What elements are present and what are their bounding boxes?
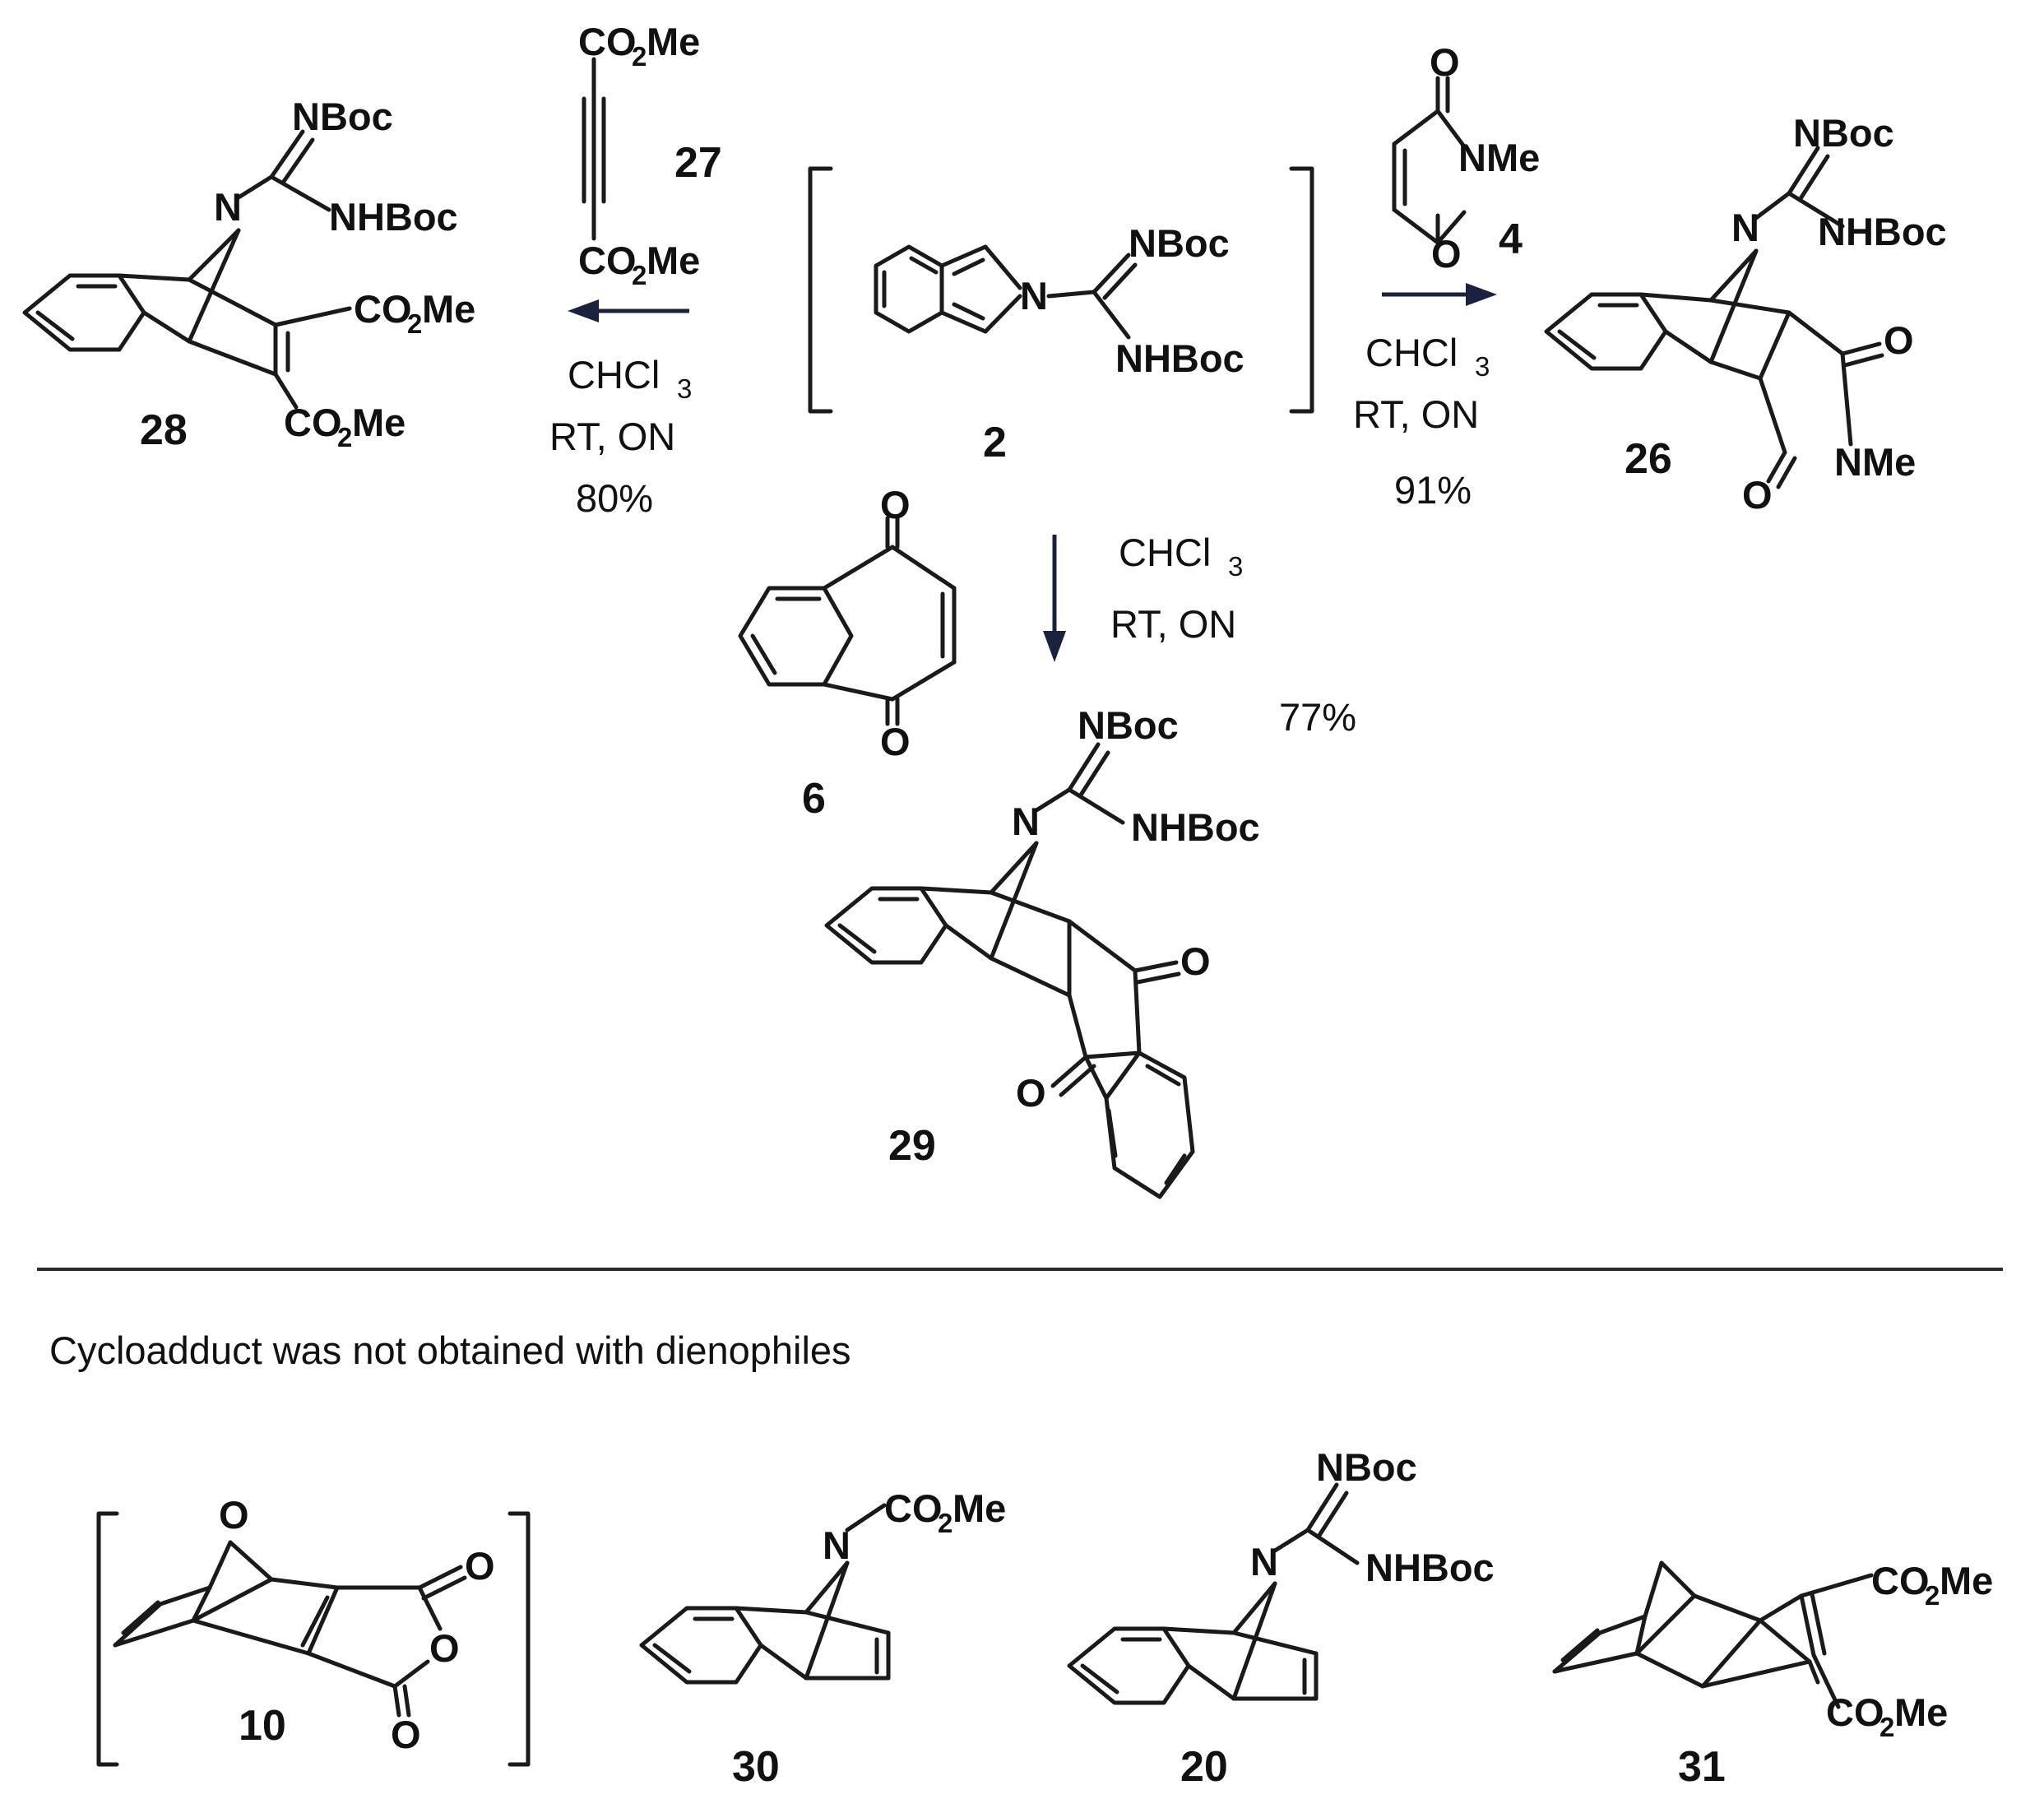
arrowhead-to-28 — [568, 299, 599, 322]
cond-29-time: RT, ON — [1110, 602, 1236, 646]
c31-CO-top: CO — [1871, 1559, 1930, 1602]
c10-O-bridge: O — [219, 1493, 249, 1537]
c31-Me-bottom: Me — [1894, 1690, 1948, 1734]
c20-N-label: N — [1250, 1540, 1278, 1583]
c29-NBoc-label: NBoc — [1078, 703, 1179, 747]
compound-27-structure — [582, 57, 606, 241]
c31-sub-bottom: 2 — [1879, 1712, 1894, 1742]
c28-sub-top: 2 — [407, 308, 422, 339]
c2-N-label: N — [1020, 274, 1048, 318]
compound-20-structure — [1067, 1482, 1360, 1705]
c28-N-label: N — [214, 185, 242, 229]
compound-10-number: 10 — [239, 1702, 286, 1750]
c6-O-bottom: O — [880, 720, 911, 763]
bottom-caption: Cycloadduct was not obtained with dienop… — [49, 1328, 851, 1372]
c28-Me-bottom: Me — [352, 401, 406, 444]
cond-26-solvent-sub: 3 — [1475, 351, 1490, 382]
c2-NBoc-label: NBoc — [1129, 221, 1230, 265]
c27-sub-top: 2 — [632, 41, 647, 72]
compound-28-structure — [22, 129, 352, 410]
cond-26-solvent: CHCl — [1365, 331, 1458, 374]
c10-O-bottom: O — [391, 1713, 421, 1756]
c28-NBoc-label: NBoc — [292, 95, 393, 138]
c31-Me-top: Me — [1940, 1559, 1993, 1602]
arrowhead-to-26 — [1466, 283, 1497, 306]
compound-6-number: 6 — [802, 775, 826, 823]
c10-O-ring: O — [429, 1626, 460, 1670]
c26-NHBoc-label: NHBoc — [1818, 210, 1947, 253]
yield-26: 91% — [1394, 468, 1472, 512]
c27-sub-bottom: 2 — [632, 260, 647, 290]
c30-sub: 2 — [938, 1508, 952, 1538]
c27-CO-top: CO — [578, 20, 637, 63]
compound-28-number: 28 — [140, 406, 188, 454]
compound-30-number: 30 — [732, 1743, 780, 1791]
compound-30-structure — [639, 1503, 891, 1685]
c31-sub-top: 2 — [1925, 1580, 1940, 1611]
c26-NMe-label: NMe — [1834, 440, 1916, 484]
c29-NHBoc-label: NHBoc — [1131, 805, 1260, 849]
c29-N-label: N — [1012, 800, 1040, 843]
c6-O-top: O — [880, 483, 911, 526]
c2-NHBoc-label: NHBoc — [1115, 336, 1244, 380]
c29-O-left: O — [1016, 1071, 1046, 1115]
c30-Me-label: Me — [952, 1486, 1006, 1530]
compound-4-number: 4 — [1499, 216, 1523, 263]
compound-6-structure — [738, 516, 957, 726]
c26-O-bottom: O — [1742, 473, 1773, 517]
cond-29-solvent: CHCl — [1119, 531, 1211, 574]
compound-31-number: 31 — [1678, 1743, 1726, 1791]
c27-Me-bottom: Me — [647, 239, 700, 282]
cond-26-time: RT, ON — [1353, 392, 1479, 436]
c26-N-label: N — [1731, 206, 1759, 249]
cond-28-solvent-sub: 3 — [677, 373, 692, 404]
c4-O-bottom: O — [1431, 232, 1462, 276]
arrowhead-to-29 — [1043, 631, 1066, 662]
c31-CO-bottom: CO — [1826, 1690, 1884, 1734]
compound-27-number: 27 — [674, 139, 722, 187]
compound-26-number: 26 — [1625, 435, 1672, 483]
yield-29: 77% — [1279, 695, 1356, 739]
cond-29-solvent-sub: 3 — [1228, 551, 1243, 582]
c27-Me-top: Me — [647, 20, 700, 63]
c4-NMe-label: NMe — [1458, 136, 1540, 179]
compound-29-structure — [824, 742, 1195, 1199]
compound-26-structure — [1544, 146, 1884, 489]
c28-CO-bottom: CO — [284, 401, 342, 444]
c4-O-top: O — [1430, 40, 1460, 84]
c28-CO-top: CO — [354, 287, 412, 331]
bracket-10-left — [96, 1511, 119, 1767]
compound-31-structure — [1552, 1560, 1874, 1709]
compound-2-structure — [808, 166, 1314, 414]
cond-28-solvent: CHCl — [568, 353, 660, 396]
compound-29-number: 29 — [888, 1122, 936, 1170]
c30-N-label: N — [823, 1523, 851, 1567]
c30-CO-label: CO — [884, 1486, 943, 1530]
c26-O-right: O — [1884, 318, 1914, 362]
c28-sub-bottom: 2 — [337, 422, 352, 452]
c28-Me-top: Me — [422, 287, 475, 331]
yield-28: 80% — [576, 476, 653, 520]
c29-O-right: O — [1180, 939, 1211, 983]
bracket-right — [1289, 166, 1314, 414]
c27-CO-bottom: CO — [578, 239, 637, 282]
c10-O-top: O — [465, 1544, 495, 1588]
bracket-left — [808, 166, 833, 414]
compound-2-number: 2 — [983, 419, 1007, 466]
cond-28-time: RT, ON — [549, 415, 675, 458]
compound-20-number: 20 — [1180, 1743, 1228, 1791]
compound-10-structure — [96, 1511, 531, 1767]
compound-4-structure — [1392, 76, 1467, 245]
bracket-10-right — [508, 1511, 531, 1767]
c20-NHBoc-label: NHBoc — [1365, 1546, 1495, 1589]
c20-NBoc-label: NBoc — [1316, 1445, 1417, 1489]
c28-NHBoc-label: NHBoc — [329, 195, 458, 239]
c26-NBoc-label: NBoc — [1793, 111, 1894, 155]
